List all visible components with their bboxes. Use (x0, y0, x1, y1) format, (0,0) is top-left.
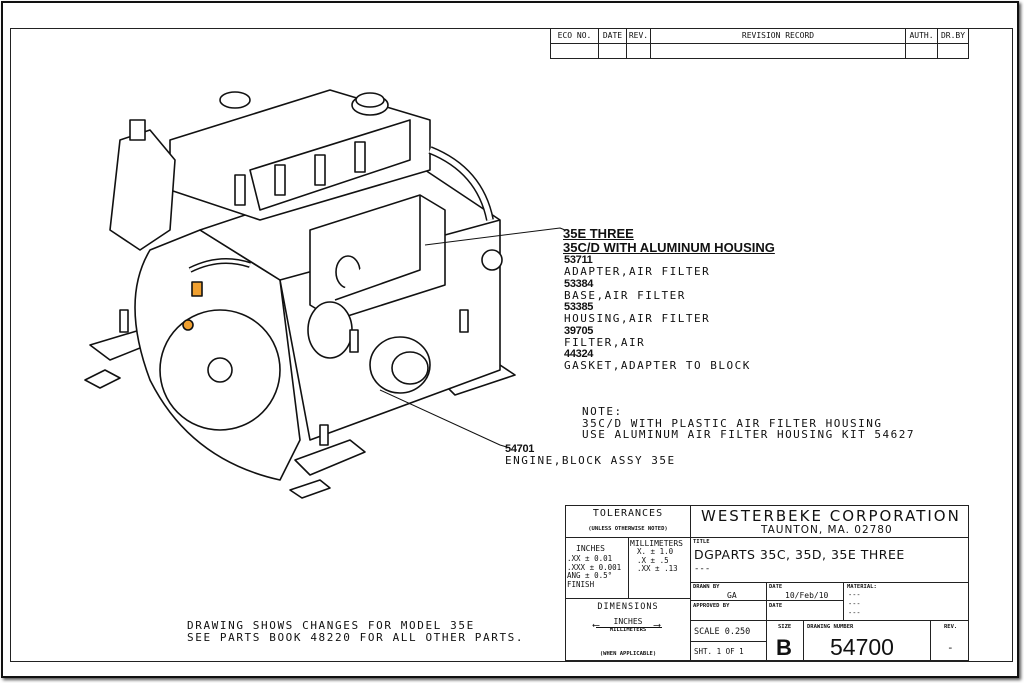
date2-box: DATE (766, 600, 844, 621)
unless-noted: (UNLESS OTHERWISE NOTED) (588, 526, 668, 532)
material-line: --- (848, 609, 861, 617)
note-line: 35C/D WITH PLASTIC AIR FILTER HOUSING (582, 416, 883, 430)
tol-line: FINISH (567, 579, 595, 589)
tolerances-header: TOLERANCES (UNLESS OTHERWISE NOTED) (565, 505, 691, 538)
approved-by-label: APPROVED BY (693, 603, 730, 609)
footer-note-line: SEE PARTS BOOK 48220 FOR ALL OTHER PARTS… (187, 630, 525, 644)
size-box: SIZE B (766, 620, 804, 661)
rev-header-rev: REV. (626, 28, 651, 44)
inches-label: INCHES (576, 544, 605, 553)
drawing-frame (10, 28, 1013, 662)
company-box: WESTERBEKE CORPORATION TAUNTON, MA. 0278… (690, 505, 969, 538)
engine-callout: 54701 ENGINE,BLOCK ASSY 35E (505, 443, 676, 467)
part-number: 54701 (505, 443, 535, 455)
note-line: NOTE: (582, 405, 623, 418)
rev-header-auth: AUTH. (905, 28, 938, 44)
callout-heading-35e: 35E THREE (563, 226, 634, 241)
note: NOTE: 35C/D WITH PLASTIC AIR FILTER HOUS… (582, 406, 915, 441)
part-description: ADAPTER,AIR FILTER (564, 265, 711, 278)
tol-line: .XX ± 0.01 (567, 554, 613, 563)
dim-mm: MILLIMETERS (609, 627, 647, 633)
part-description: ENGINE,BLOCK ASSY 35E (505, 454, 676, 467)
material-line: --- (848, 600, 861, 608)
inches-tol-list: .XX ± 0.01 .XXX ± 0.001 ANG ± 0.5° FINIS… (567, 554, 622, 589)
engine-illustration (84, 89, 566, 499)
approved-by-box: APPROVED BY (690, 600, 767, 621)
mm-tolerances: MILLIMETERS X. ± 1.0 .X ± .5 .XX ± .13 (628, 537, 691, 599)
dimensions-label: DIMENSIONS (597, 602, 659, 612)
title-line2: --- (694, 564, 711, 574)
date-label: DATE (769, 584, 783, 590)
title-box: TITLE DGPARTS 35C, 35D, 35E THREE --- (690, 537, 969, 583)
tol-line: .XX ± .13 (637, 564, 678, 573)
mm-label: MILLIMETERS (630, 539, 683, 548)
material-label: MATERIAL: (847, 584, 877, 590)
tol-line: .XXX ± 0.001 (567, 562, 622, 572)
inches-tolerances: INCHES .XX ± 0.01 .XXX ± 0.001 ANG ± 0.5… (565, 537, 629, 599)
tol-line: ANG ± 0.5° (567, 571, 613, 580)
size-label: SIZE (778, 624, 792, 630)
footer-note-line: DRAWING SHOWS CHANGES FOR MODEL 35E (187, 619, 475, 632)
material-values: --- --- --- (848, 591, 861, 618)
part-number: 44324 (564, 348, 594, 360)
company-address: TAUNTON, MA. 02780 (761, 524, 893, 536)
rev-cell (598, 43, 627, 59)
rev-cell (650, 43, 906, 59)
drawn-date: 10/Feb/10 (785, 591, 829, 600)
rev-cell (550, 43, 599, 59)
title-label: TITLE (693, 539, 710, 545)
rev-header-date: DATE (598, 28, 627, 44)
rev-header-eco: ECO NO. (550, 28, 599, 44)
drawing-number: 54700 (830, 634, 894, 660)
parts-list: 53711 ADAPTER,AIR FILTER 53384 BASE,AIR … (564, 254, 751, 372)
part-description: GASKET,ADAPTER TO BLOCK (564, 359, 751, 372)
arrow-right-icon: ⟶ (654, 620, 661, 631)
rev-header-record: REVISION RECORD (650, 28, 906, 44)
part-number: 53384 (564, 277, 594, 290)
dimensions-box: DIMENSIONS INCHES MILLIMETERS ⟵ ⟶ (WHEN … (565, 598, 691, 661)
sheet-box: SHT. 1 OF 1 (690, 641, 767, 661)
tol-line: X. ± 1.0 (637, 547, 674, 556)
mm-tol-list: X. ± 1.0 .X ± .5 .XX ± .13 (637, 547, 678, 574)
date2-label: DATE (769, 603, 783, 609)
scale: SCALE 0.250 (694, 627, 751, 637)
footer-note: DRAWING SHOWS CHANGES FOR MODEL 35E SEE … (187, 620, 524, 643)
sheet: SHT. 1 OF 1 (694, 647, 744, 656)
date-box: DATE 10/Feb/10 (766, 582, 844, 601)
arrow-left-icon: ⟵ (593, 620, 600, 631)
part-description: HOUSING,AIR FILTER (564, 312, 711, 325)
material-box: MATERIAL: --- --- --- (843, 582, 969, 621)
drawn-by-label: DRAWN BY (693, 584, 720, 590)
part-description: BASE,AIR FILTER (564, 288, 686, 302)
dim-inches: INCHES (613, 617, 643, 626)
drawn-by-box: DRAWN BY GA (690, 582, 767, 601)
rev-label: REV. (944, 624, 958, 630)
size: B (776, 635, 792, 660)
material-line: --- (848, 591, 861, 599)
part-description: FILTER,AIR (564, 335, 646, 349)
part-number: 53711 (564, 254, 593, 266)
tolerances-label: TOLERANCES (592, 508, 664, 519)
drawing-number-label: DRAWING NUMBER (807, 624, 854, 630)
rev-cell (626, 43, 651, 59)
rev-cell (937, 43, 969, 59)
part-number: 53385 (564, 301, 594, 313)
rev-header-drby: DR.BY (937, 28, 969, 44)
callout-heading-35cd: 35C/D WITH ALUMINUM HOUSING (563, 240, 775, 255)
drawing-number-box: DRAWING NUMBER 54700 (803, 620, 931, 661)
tol-line: .X ± .5 (637, 555, 669, 565)
when-applicable: (WHEN APPLICABLE) (599, 651, 657, 657)
drawing-title: DGPARTS 35C, 35D, 35E THREE (694, 547, 905, 562)
rev-cell (905, 43, 938, 59)
part-number: 39705 (564, 324, 594, 337)
drawn-by: GA (727, 591, 737, 600)
scale-box: SCALE 0.250 (690, 620, 767, 642)
rev-box: REV. - (930, 620, 969, 661)
company-name: WESTERBEKE CORPORATION (701, 507, 961, 525)
note-line: USE ALUMINUM AIR FILTER HOUSING KIT 5462… (582, 428, 916, 441)
rev: - (947, 641, 954, 654)
